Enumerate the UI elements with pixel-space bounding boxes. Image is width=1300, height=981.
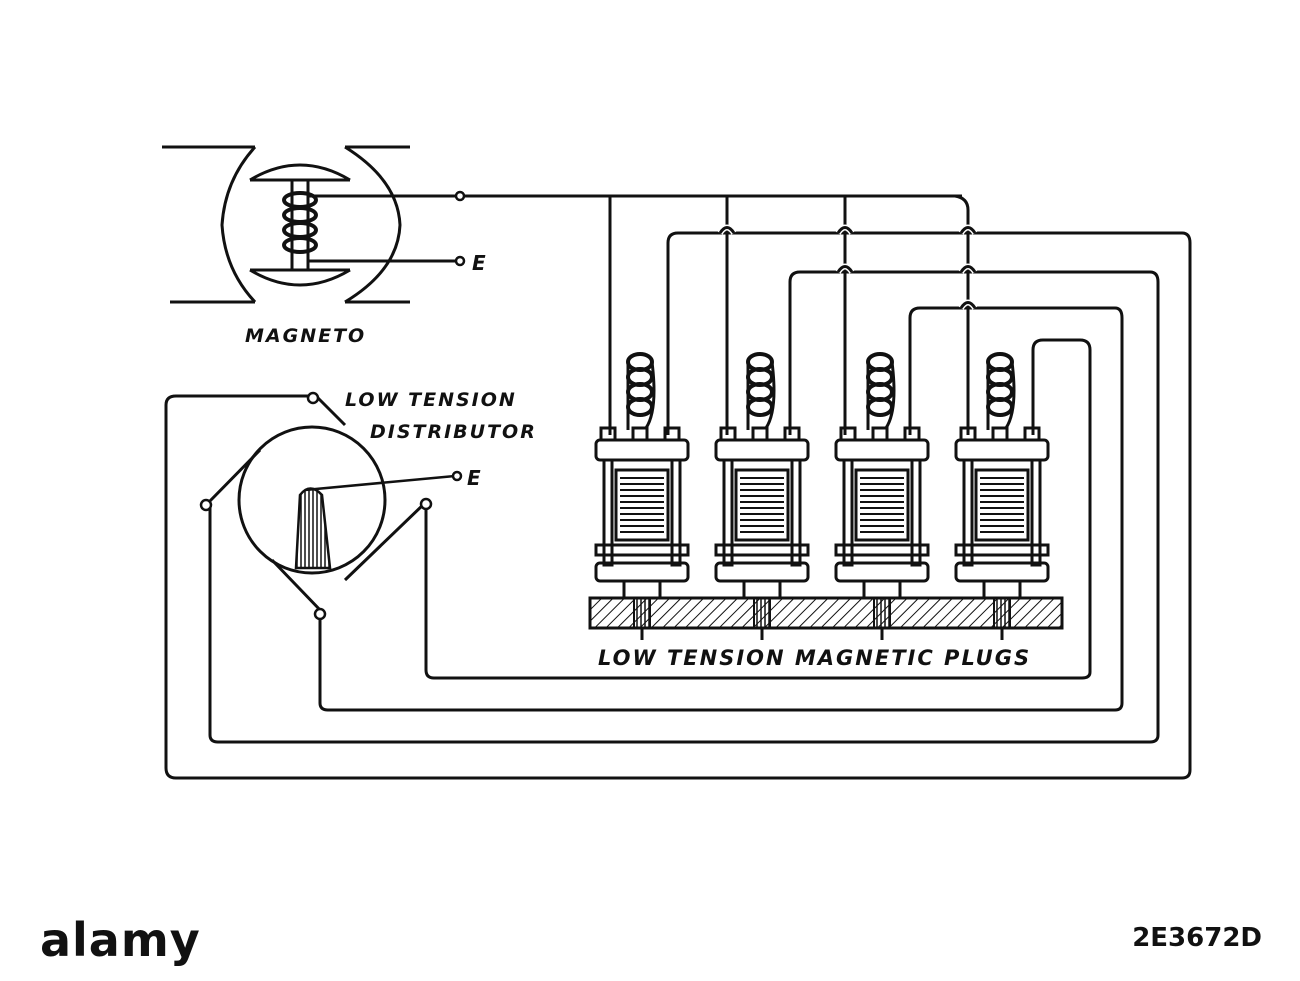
plug-thread bbox=[753, 597, 771, 629]
plug-lower-plate bbox=[714, 543, 810, 557]
plug-terminal bbox=[903, 426, 921, 442]
distributor-brush-top bbox=[314, 394, 347, 427]
plugs-label: LOW TENSION MAGNETIC PLUGS bbox=[598, 646, 1031, 670]
distributor-earth-wire bbox=[304, 474, 456, 492]
distributor-earth-label: E bbox=[467, 466, 483, 490]
plug-lower-plate bbox=[834, 543, 930, 557]
magneto-earth-terminal bbox=[454, 255, 466, 267]
plug-nut bbox=[742, 579, 782, 600]
magneto-terminal bbox=[454, 190, 466, 202]
magneto-earth-label: E bbox=[472, 251, 488, 275]
plug-spring-leads bbox=[866, 361, 896, 430]
plug-spring-leads bbox=[626, 361, 656, 430]
plug-lower-plate bbox=[594, 543, 690, 557]
distributor-rotor bbox=[294, 487, 332, 570]
distributor-brush-left bbox=[206, 448, 262, 505]
distributor-brush-bottom bbox=[270, 558, 324, 614]
distributor-label-line1: LOW TENSION bbox=[345, 389, 517, 411]
plug-top-plate bbox=[714, 438, 810, 462]
plug-terminal bbox=[871, 426, 889, 442]
distributor-contact-bottom bbox=[313, 607, 327, 621]
distributor-contact-left bbox=[199, 498, 213, 512]
plug-spring-leads bbox=[986, 361, 1016, 430]
distributor-contact-top bbox=[306, 391, 320, 405]
distributor-contact-right bbox=[419, 497, 433, 511]
distributor-earth-terminal bbox=[451, 470, 463, 482]
plug-coil-body bbox=[974, 468, 1030, 542]
plug-terminal bbox=[599, 426, 617, 442]
plug-terminal bbox=[631, 426, 649, 442]
stock-watermark-bar: alamy 2E3672D bbox=[0, 895, 1300, 981]
magneto-pole-left bbox=[220, 145, 257, 304]
plug-post-right bbox=[790, 458, 802, 567]
plug-post-right bbox=[1030, 458, 1042, 567]
plug-spring-leads bbox=[746, 361, 776, 430]
plug-coil-body bbox=[854, 468, 910, 542]
plug-terminal bbox=[991, 426, 1009, 442]
plugs bbox=[594, 352, 1050, 640]
wiring bbox=[164, 194, 1192, 780]
plug-top-plate bbox=[834, 438, 930, 462]
plug-thread bbox=[993, 597, 1011, 629]
plug-post-left bbox=[962, 458, 974, 567]
distributor bbox=[206, 394, 456, 614]
plug-terminal bbox=[839, 426, 857, 442]
magnetic-plug bbox=[594, 352, 690, 640]
magneto-pole-right bbox=[344, 145, 402, 304]
magneto-armature-top bbox=[249, 163, 351, 182]
magneto bbox=[162, 145, 458, 304]
plug-top-plate bbox=[954, 438, 1050, 462]
magnetic-plug bbox=[954, 352, 1050, 640]
plug-coil-body bbox=[614, 468, 670, 542]
plug-coil-body bbox=[734, 468, 790, 542]
plug-terminal bbox=[783, 426, 801, 442]
plug-mounting-base bbox=[588, 596, 1064, 630]
plug-nut bbox=[982, 579, 1022, 600]
stock-logo: alamy bbox=[40, 913, 201, 967]
stock-image-id: 2E3672D bbox=[1132, 923, 1262, 953]
distributor-brush-right bbox=[343, 501, 427, 582]
plug-post-right bbox=[910, 458, 922, 567]
distributor-housing bbox=[237, 425, 387, 575]
magneto-armature-bottom bbox=[249, 268, 351, 287]
distributor-label-line2: DISTRIBUTOR bbox=[370, 421, 537, 443]
magneto-label: MAGNETO bbox=[245, 325, 366, 347]
plug-top-plate bbox=[594, 438, 690, 462]
plug-thread bbox=[633, 597, 651, 629]
plug-post-left bbox=[722, 458, 734, 567]
ignition-wiring-diagram: MAGNETO E bbox=[162, 145, 1192, 780]
plug-terminal bbox=[751, 426, 769, 442]
plug-thread bbox=[873, 597, 891, 629]
magnetic-plug bbox=[714, 352, 810, 640]
magnetic-plug bbox=[834, 352, 930, 640]
plug-post-right bbox=[670, 458, 682, 567]
magneto-coil bbox=[282, 191, 318, 254]
plug-post-left bbox=[842, 458, 854, 567]
plug-post-left bbox=[602, 458, 614, 567]
plug-nut bbox=[862, 579, 902, 600]
plug-nut bbox=[622, 579, 662, 600]
plug-lower-plate bbox=[954, 543, 1050, 557]
